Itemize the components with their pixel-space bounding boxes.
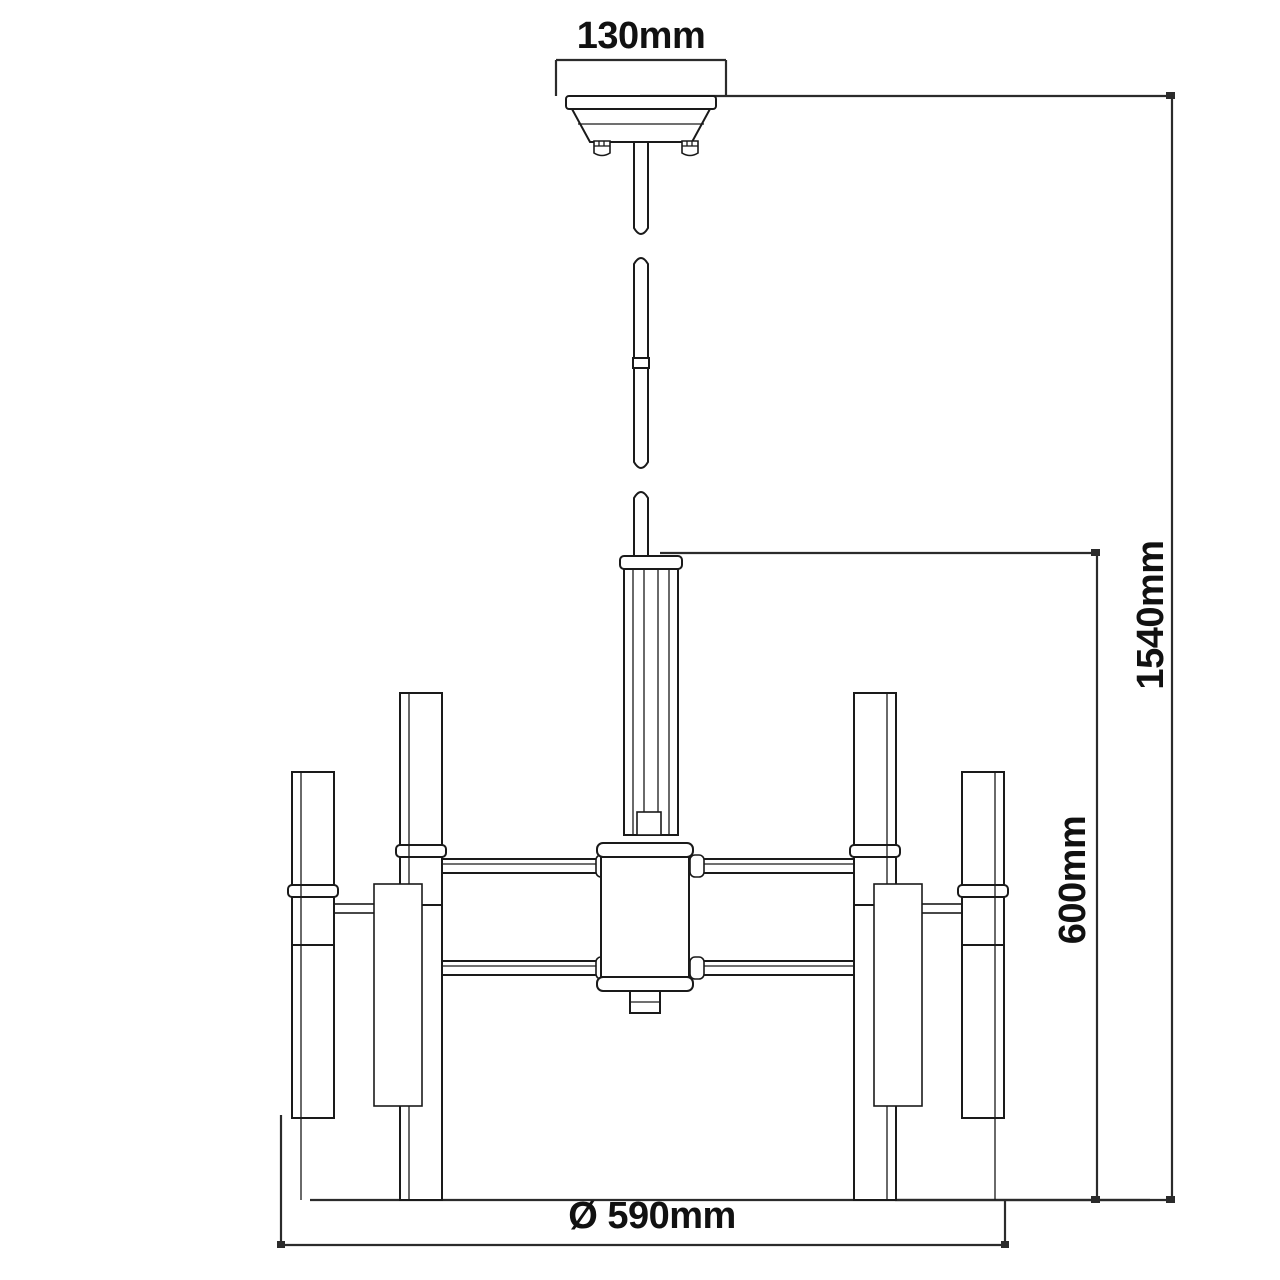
lamp-tube-outer-left xyxy=(287,771,339,1200)
suspension-rod-upper xyxy=(633,141,649,235)
dimension-canopy-width xyxy=(554,58,728,96)
socket-collar-outer-left xyxy=(287,884,339,898)
socket-collar-inner-left xyxy=(395,844,447,858)
lamp-tube-mid-left xyxy=(373,883,423,1107)
dimension-overall-diameter xyxy=(277,1115,1150,1248)
central-hub xyxy=(596,842,694,992)
dimension-label-overall-diameter: Ø 590mm xyxy=(568,1195,736,1237)
dimension-label-fixture-height: 600mm xyxy=(1052,816,1094,944)
lamp-tube-mid-right xyxy=(873,883,923,1107)
lower-arm-left xyxy=(413,956,611,980)
canopy-screw-right xyxy=(681,140,699,157)
socket-collar-outer-right xyxy=(957,884,1009,898)
suspension-rod-lower xyxy=(633,491,649,557)
socket-collar-inner-right xyxy=(849,844,901,858)
upper-arm-left xyxy=(413,854,611,878)
ceiling-canopy xyxy=(565,95,717,143)
suspension-rod-middle xyxy=(632,257,650,469)
bottom-finial xyxy=(629,990,661,1014)
dimension-label-canopy-width: 130mm xyxy=(577,15,705,57)
center-column xyxy=(619,555,683,836)
lamp-tube-outer-right xyxy=(957,771,1009,1200)
canopy-screw-left xyxy=(593,140,611,157)
dimension-label-total-height: 1540mm xyxy=(1130,540,1172,689)
